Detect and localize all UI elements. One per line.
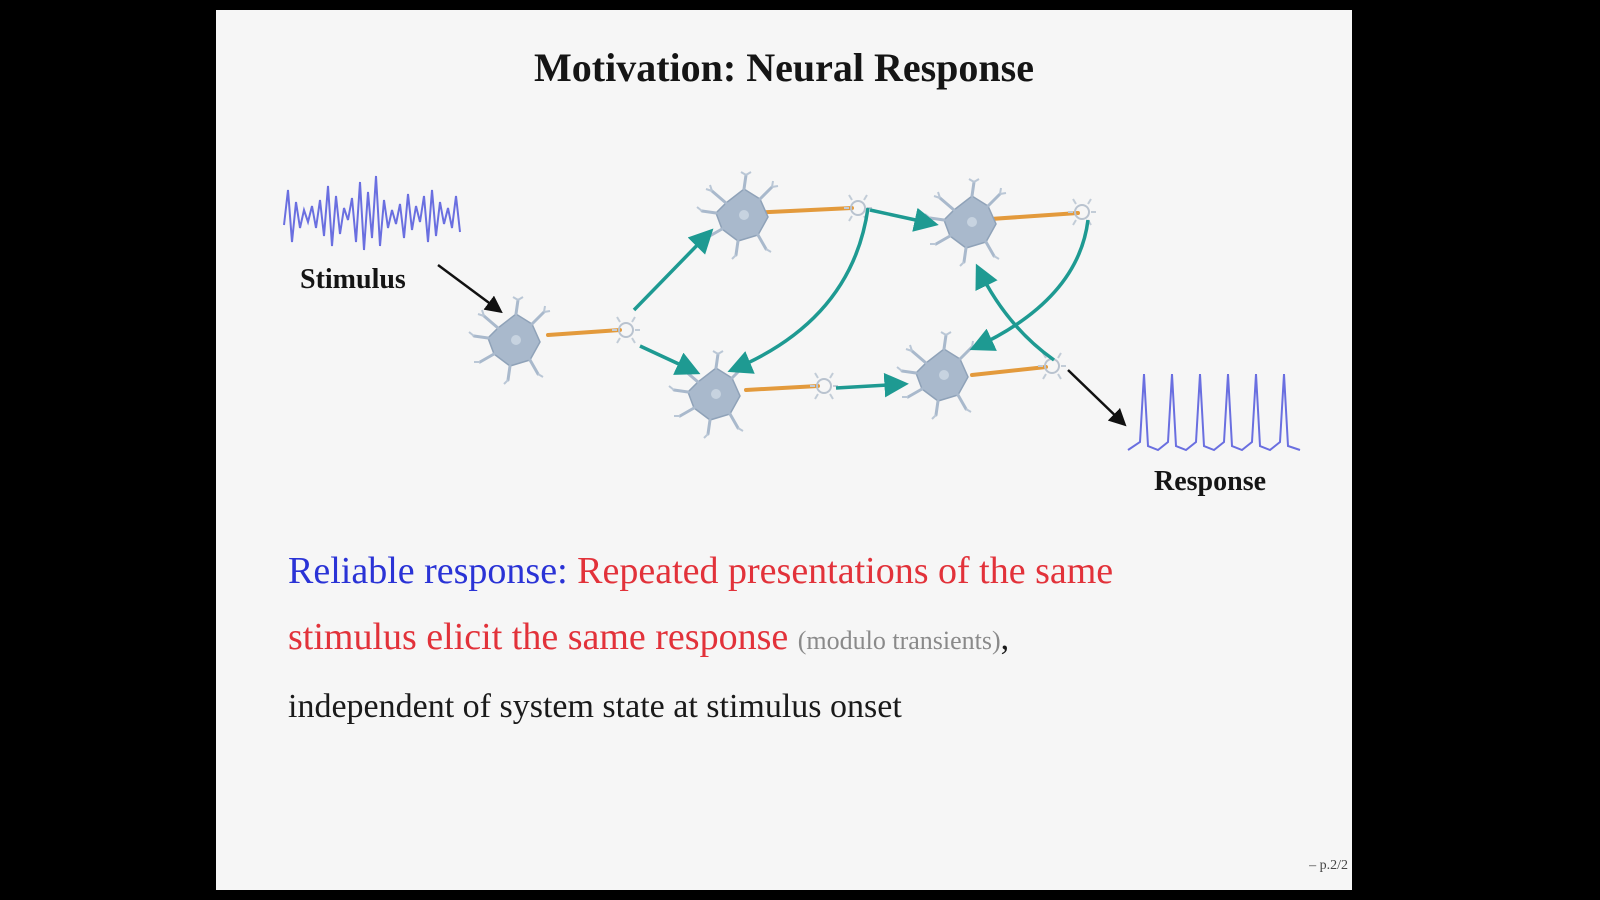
definition-part-1: Repeated presentations of the same	[577, 550, 1114, 592]
slide-title: Motivation: Neural Response	[534, 45, 1034, 90]
neuron-lower-right	[895, 330, 980, 421]
neuron-input	[467, 295, 552, 386]
response-arrow	[1067, 369, 1127, 427]
slide: Motivation: Neural Response	[216, 10, 1352, 890]
stimulus-waveform	[283, 175, 461, 251]
body-line-2: stimulus elicit the same response (modul…	[288, 604, 1328, 674]
definition-part-2: stimulus elicit the same response	[288, 616, 789, 658]
page-number: – p.2/2	[1309, 858, 1348, 873]
body-line-3: independent of system state at stimulus …	[288, 688, 902, 725]
comma: ,	[1000, 620, 1010, 657]
stimulus-label: Stimulus	[300, 264, 406, 295]
neuron-upper-right	[923, 177, 1008, 268]
connection-arrows	[632, 207, 1090, 398]
body-line-1: Reliable response: Repeated presentation…	[288, 538, 1328, 604]
body-text: Reliable response: Repeated presentation…	[288, 538, 1328, 740]
stimulus-arrow	[437, 263, 503, 314]
neural-network-diagram	[283, 170, 1301, 452]
response-label: Response	[1154, 466, 1267, 497]
reliable-response-term: Reliable response:	[288, 550, 568, 592]
modulo-transients-note: (modulo transients)	[797, 626, 1001, 655]
axons	[546, 206, 1080, 392]
neuron-upper-left	[695, 170, 780, 261]
response-spike-train	[1127, 373, 1301, 452]
